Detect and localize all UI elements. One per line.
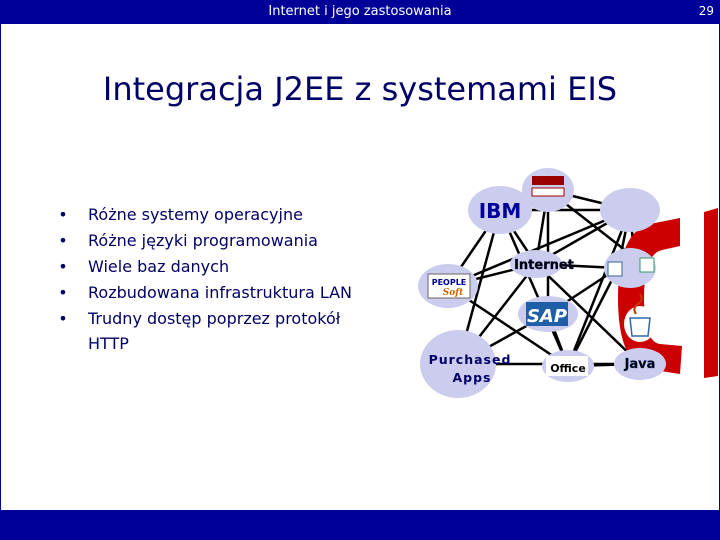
purchased-label: Purchased (429, 352, 512, 367)
bullet-text: Różne języki programowania (88, 231, 318, 250)
apps-label: Apps (452, 370, 491, 385)
bullet-dot-icon: • (58, 254, 68, 280)
office-label: Office (550, 362, 586, 375)
people-label: PEOPLE (432, 278, 467, 287)
bullet-text: Różne systemy operacyjne (88, 205, 303, 224)
ibm-node: IBM (468, 186, 532, 234)
java-node: Java (614, 348, 666, 380)
network-node (600, 188, 660, 232)
purchased-apps-node: Purchased Apps (420, 330, 511, 398)
office-node: Office (542, 350, 594, 382)
header-bar: Internet i jego zastosowania 29 (0, 0, 720, 24)
bullet-item: • Różne systemy operacyjne (58, 202, 352, 228)
header-title: Internet i jego zastosowania (0, 4, 720, 19)
bullet-item: • Różne języki programowania (58, 228, 352, 254)
sap-label: SAP (527, 306, 567, 327)
bullet-item: • Rozbudowana infrastruktura LAN (58, 280, 352, 306)
bullet-text: Rozbudowana infrastruktura LAN (88, 283, 352, 302)
bullet-dot-icon: • (58, 228, 68, 254)
bullet-text: Wiele baz danych (88, 257, 229, 276)
peoplesoft-node: PEOPLE Soft (418, 264, 478, 308)
bullet-text: Trudny dostęp poprzez protokół (88, 309, 340, 328)
eis-network-diagram: IBM PEOPLE Soft Internet SAP Purchased A… (418, 168, 720, 408)
java-label: Java (624, 357, 656, 372)
bullet-item: • Wiele baz danych (58, 254, 352, 280)
bullet-dot-icon: • (58, 280, 68, 306)
internet-node: Internet (510, 250, 574, 278)
page-number: 29 (699, 4, 714, 18)
bullet-dot-icon: • (58, 202, 68, 228)
soft-label: Soft (443, 288, 464, 298)
screens-node (604, 248, 656, 288)
slide-title: Integracja J2EE z systemami EIS (0, 70, 720, 108)
internet-label: Internet (514, 258, 574, 273)
ibm-label: IBM (479, 199, 522, 223)
bullet-item: • Trudny dostęp poprzez protokół (58, 306, 352, 332)
sap-node: SAP (518, 296, 578, 332)
bullet-continuation: HTTP (88, 334, 129, 353)
footer-bar (0, 510, 720, 540)
bullet-list: • Różne systemy operacyjne • Różne języki … (58, 202, 352, 332)
bullet-dot-icon: • (58, 306, 68, 332)
